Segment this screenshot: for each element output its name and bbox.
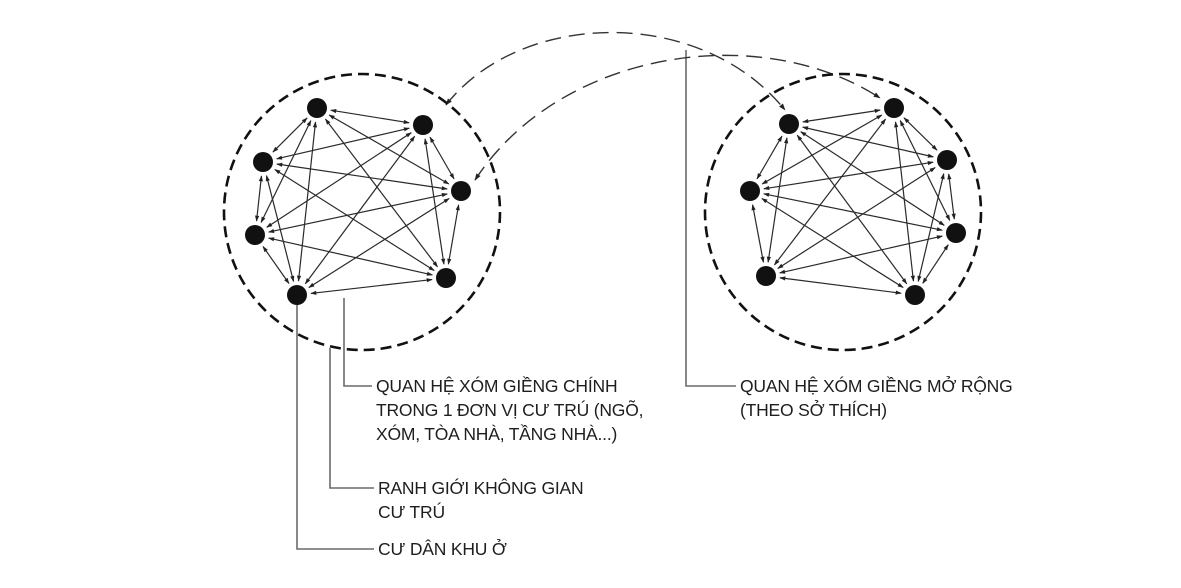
left-cluster-resident-node xyxy=(413,115,433,135)
label-boundary-line-1: RANH GIỚI KHÔNG GIAN xyxy=(378,478,584,498)
left-cluster-relation-edge xyxy=(274,168,435,272)
label-resident-line-1: CƯ DÂN KHU Ở xyxy=(378,539,507,559)
leader-extended-relation xyxy=(685,50,736,387)
right-cluster-relation-edge xyxy=(947,173,956,220)
extended-relation-curve xyxy=(474,54,881,181)
right-cluster-relation-edge xyxy=(774,118,886,266)
right-cluster-resident-node xyxy=(779,114,799,134)
right-cluster-relation-edge xyxy=(766,137,789,263)
right-cluster-relation-edge xyxy=(800,131,945,226)
left-cluster-relation-edge xyxy=(255,175,263,222)
right-cluster-resident-node xyxy=(905,285,925,305)
label-resident: CƯ DÂN KHU Ở xyxy=(378,537,507,561)
right-cluster-relation-edge xyxy=(756,135,783,180)
left-cluster-relation-edge xyxy=(268,237,433,276)
residential-boundaries xyxy=(222,72,983,352)
right-cluster-relation-edge xyxy=(779,276,902,295)
left-cluster-relation-edge xyxy=(447,204,460,265)
left-cluster-resident-node xyxy=(436,268,456,288)
label-main-relation-line-3: XÓM, TÒA NHÀ, TẦNG NHÀ...) xyxy=(376,424,618,444)
left-cluster-relation-edge xyxy=(265,174,295,283)
left-cluster-relation-edge xyxy=(423,138,446,265)
right-cluster-resident-node xyxy=(756,266,776,286)
right-cluster-relation-edge xyxy=(779,235,943,274)
leader-resident xyxy=(296,305,374,550)
left-cluster-relation-edge xyxy=(304,135,416,285)
label-extended-relation: QUAN HỆ XÓM GIỀNG MỞ RỘNG (THEO SỞ THÍCH… xyxy=(740,374,1013,422)
label-main-relation-line-2: TRONG 1 ĐƠN VỊ CƯ TRÚ (NGÕ, xyxy=(376,400,644,420)
left-cluster-relation-edge xyxy=(324,118,439,268)
right-cluster-relation-edge xyxy=(763,160,934,191)
label-main-relation: QUAN HỆ XÓM GIỀNG CHÍNH TRONG 1 ĐƠN VỊ C… xyxy=(376,374,643,446)
leader-lines xyxy=(296,50,736,550)
left-cluster-boundary xyxy=(222,72,502,352)
left-cluster-relation-edge xyxy=(310,278,433,295)
right-cluster-relation-edge xyxy=(802,108,881,124)
right-cluster-relation-edge xyxy=(894,121,915,282)
left-cluster-relation-edge xyxy=(260,120,312,223)
right-cluster-relation-edge xyxy=(903,117,938,151)
right-cluster-relation-edge xyxy=(751,204,765,263)
left-cluster-relation-edge xyxy=(429,136,455,180)
leader-main-relation xyxy=(343,298,372,387)
right-cluster-resident-node xyxy=(740,181,760,201)
extended-relation-curve xyxy=(445,31,786,111)
label-extended-relation-line-2: (THEO SỞ THÍCH) xyxy=(740,400,887,420)
right-cluster-resident-node xyxy=(946,223,966,243)
right-cluster-relation-edge xyxy=(899,120,951,221)
right-cluster-relation-edge xyxy=(922,244,949,284)
left-cluster-relation-edge xyxy=(268,192,448,234)
left-cluster-relation-edge xyxy=(330,108,410,125)
right-cluster-resident-node xyxy=(884,98,904,118)
right-cluster-boundary xyxy=(703,72,983,352)
left-cluster-resident-node xyxy=(307,98,327,118)
left-cluster-resident-node xyxy=(253,152,273,172)
left-cluster-resident-node xyxy=(287,285,307,305)
left-cluster-resident-node xyxy=(245,225,265,245)
main-relations xyxy=(255,108,956,295)
label-extended-relation-line-1: QUAN HỆ XÓM GIỀNG MỞ RỘNG xyxy=(740,376,1013,396)
extended-relations xyxy=(445,31,881,181)
right-cluster-resident-node xyxy=(937,150,957,170)
left-cluster-relation-edge xyxy=(262,245,290,285)
right-cluster-relation-edge xyxy=(761,197,904,289)
left-cluster-relation-edge xyxy=(272,117,308,153)
label-boundary-line-2: CƯ TRÚ xyxy=(378,502,445,522)
right-cluster-relation-edge xyxy=(763,192,943,232)
left-cluster-resident-node xyxy=(451,181,471,201)
residents xyxy=(245,98,966,305)
label-boundary: RANH GIỚI KHÔNG GIAN CƯ TRÚ xyxy=(378,476,584,524)
leader-boundary xyxy=(329,348,374,489)
left-cluster-relation-edge xyxy=(276,127,410,160)
label-main-relation-line-1: QUAN HỆ XÓM GIỀNG CHÍNH xyxy=(376,376,618,396)
right-cluster-relation-edge xyxy=(796,134,908,285)
